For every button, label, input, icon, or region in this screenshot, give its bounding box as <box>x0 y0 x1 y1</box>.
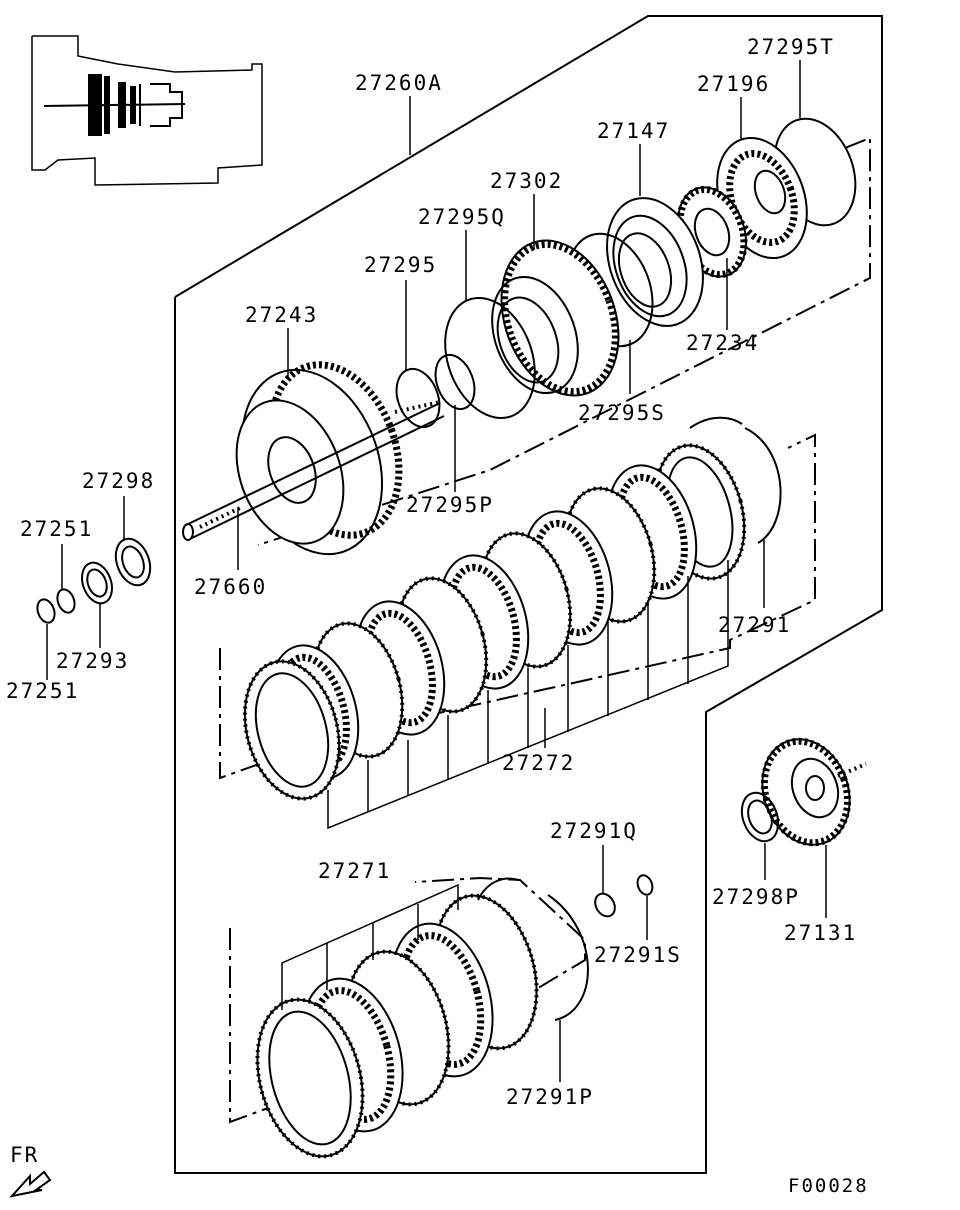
label-27295Q: 27295Q <box>418 205 506 229</box>
part-27298 <box>114 537 152 587</box>
label-27295S: 27295S <box>578 401 666 425</box>
transmission-location-thumbnail <box>31 35 263 186</box>
guide-lower <box>229 876 586 1124</box>
part-27291S <box>636 874 654 896</box>
label-27271: 27271 <box>318 859 391 883</box>
part-27291 <box>689 416 782 544</box>
label-27291P: 27291P <box>506 1085 594 1109</box>
part-27291Q <box>594 892 616 918</box>
label-27293: 27293 <box>56 649 129 673</box>
guide-upper <box>257 136 871 546</box>
label-27234: 27234 <box>686 331 759 355</box>
part-27295Q <box>444 296 536 420</box>
part-27251-a <box>56 588 76 614</box>
part-27131 <box>760 737 867 847</box>
part-27295 <box>395 367 441 429</box>
part-27302 <box>491 239 620 397</box>
label-27147: 27147 <box>597 119 670 143</box>
label-27291: 27291 <box>718 613 791 637</box>
label-27295: 27295 <box>364 253 437 277</box>
label-27272: 27272 <box>502 751 575 775</box>
part-27243 <box>235 361 403 556</box>
label-27298P: 27298P <box>712 885 800 909</box>
part-27293 <box>81 561 113 605</box>
leader-27271 <box>281 883 459 1010</box>
figure-code: F00028 <box>788 1175 869 1197</box>
part-27272-stack <box>242 443 747 801</box>
label-27291S: 27291S <box>594 943 682 967</box>
part-27147 <box>606 197 704 327</box>
label-27251-top: 27251 <box>20 517 93 541</box>
label-27251-bottom: 27251 <box>6 679 79 703</box>
front-direction-marker: FR <box>9 1143 52 1198</box>
label-27291Q: 27291Q <box>550 819 638 843</box>
label-27660: 27660 <box>194 575 267 599</box>
fr-label: FR <box>10 1143 39 1167</box>
guide-middle <box>219 433 816 780</box>
part-27291P <box>477 877 589 1021</box>
front-arrow-icon <box>9 1170 52 1198</box>
label-27302: 27302 <box>490 169 563 193</box>
label-27196: 27196 <box>697 72 770 96</box>
label-27131: 27131 <box>784 921 857 945</box>
label-27298: 27298 <box>82 469 155 493</box>
part-27298P <box>740 791 780 843</box>
part-27660 <box>182 400 445 541</box>
label-27295P: 27295P <box>406 493 494 517</box>
label-27260A: 27260A <box>355 71 443 95</box>
part-27271-stack <box>255 893 539 1159</box>
part-27295P <box>434 353 476 411</box>
assembly-boundary <box>174 15 883 1174</box>
label-27295T: 27295T <box>747 35 835 59</box>
label-27243: 27243 <box>245 303 318 327</box>
leader-lines <box>46 60 827 1082</box>
part-27251-b <box>36 598 56 624</box>
